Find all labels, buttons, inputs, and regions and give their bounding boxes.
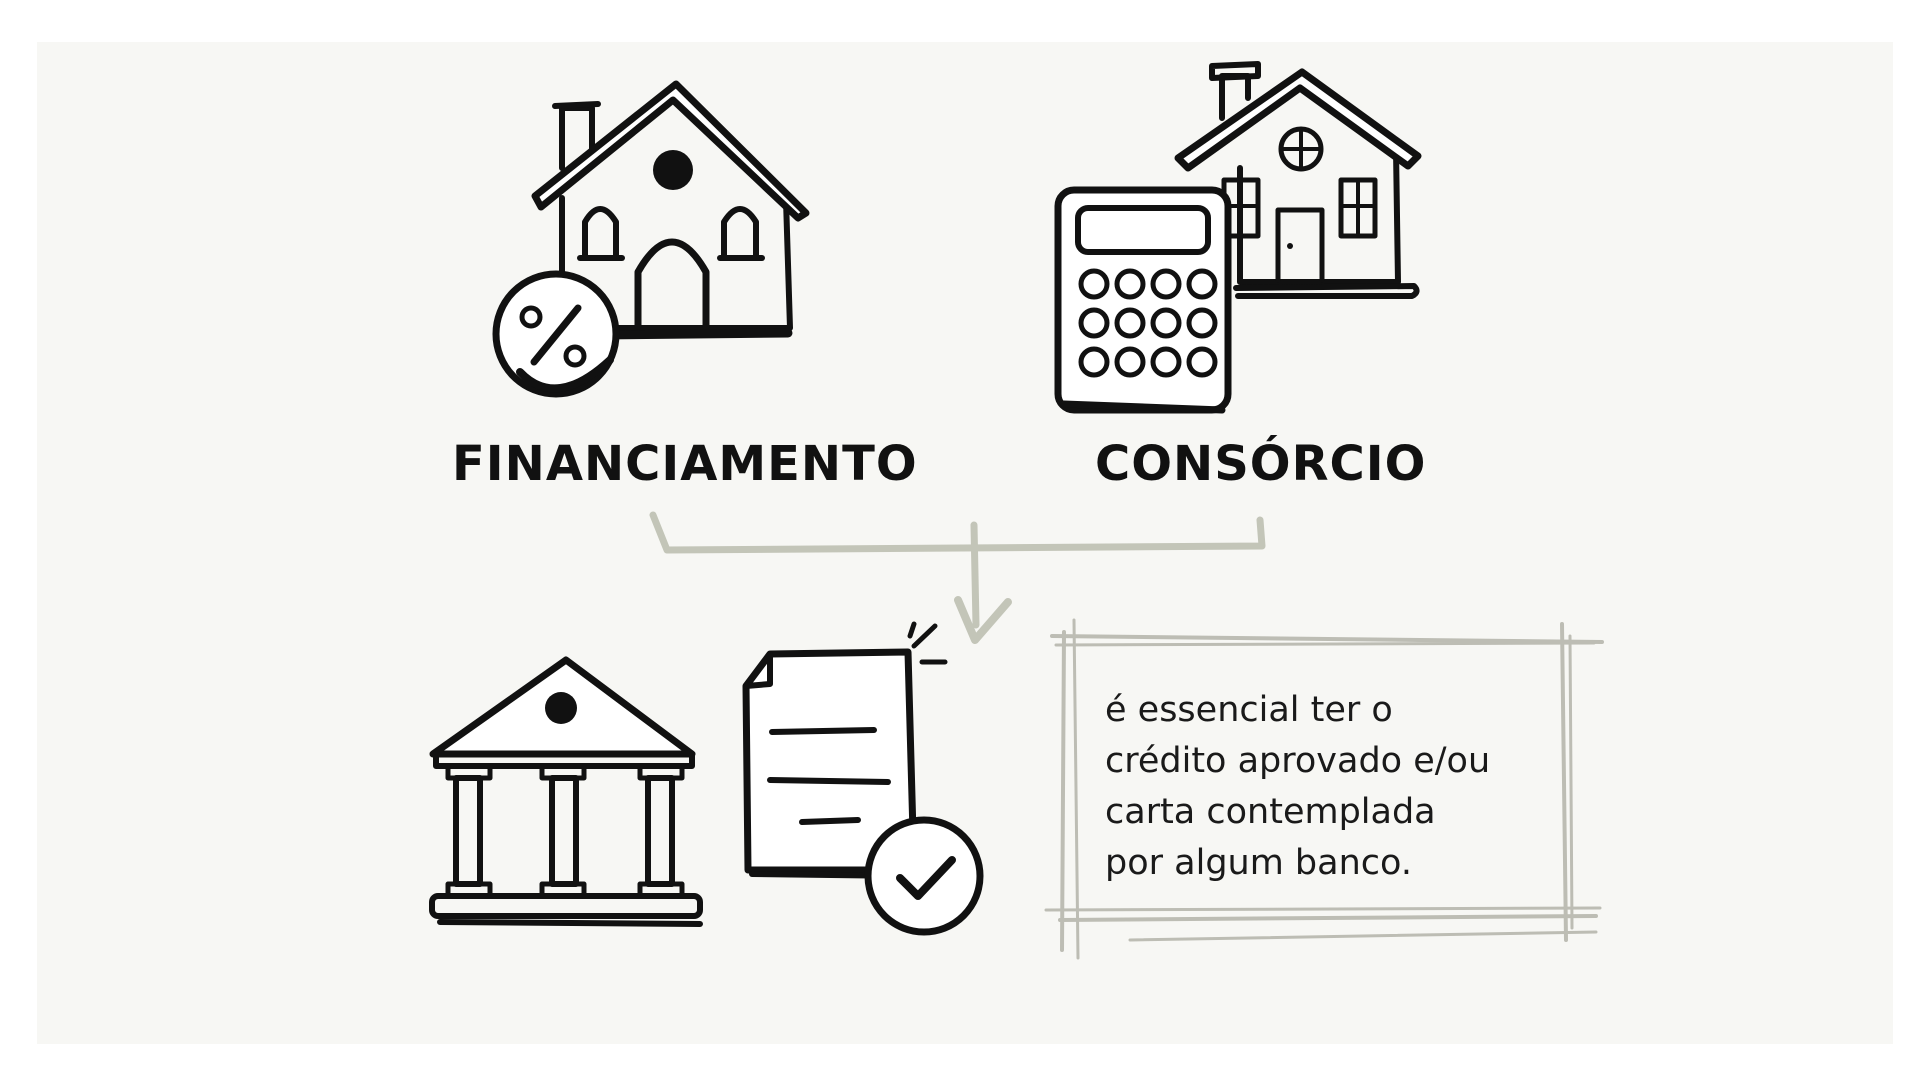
note-frame	[1044, 618, 1604, 960]
calculator-icon	[1054, 186, 1232, 414]
approved-document-icon	[742, 621, 984, 936]
requirement-note: é essencial ter o crédito aprovado e/ou …	[1105, 685, 1565, 889]
financing-label: FINANCIAMENTO	[452, 436, 918, 492]
note-line: carta contemplada	[1105, 792, 1436, 832]
house-with-percent-coin-icon	[492, 80, 810, 398]
bank-building-icon	[429, 656, 703, 927]
note-line: é essencial ter o	[1105, 690, 1393, 730]
merge-arrow-icon	[649, 511, 1266, 644]
note-line: por algum banco.	[1105, 843, 1412, 883]
consortium-label: CONSÓRCIO	[1095, 436, 1427, 492]
note-line: crédito aprovado e/ou	[1105, 741, 1491, 781]
house-icon	[1174, 61, 1422, 299]
